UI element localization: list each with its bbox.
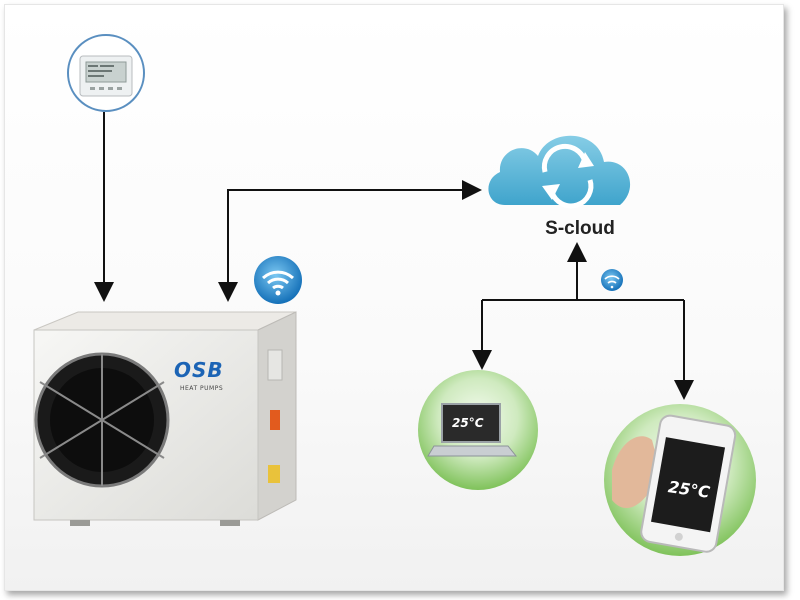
- laptop-screen-temperature: 25°C: [452, 416, 484, 430]
- heat-pump-unit: [33, 311, 297, 526]
- small-wifi-icon: [601, 269, 623, 291]
- cloud-label: S-cloud: [545, 218, 615, 239]
- wifi-signal-icon: [254, 256, 302, 304]
- heat-pump-brand: OSB: [174, 358, 224, 382]
- smartphone-icon: [604, 404, 756, 556]
- cloud-sync-icon: [488, 135, 631, 209]
- thermostat-controller-icon: [67, 34, 145, 112]
- laptop-icon: [418, 370, 538, 490]
- heat-pump-subtitle: HEAT PUMPS: [180, 385, 224, 392]
